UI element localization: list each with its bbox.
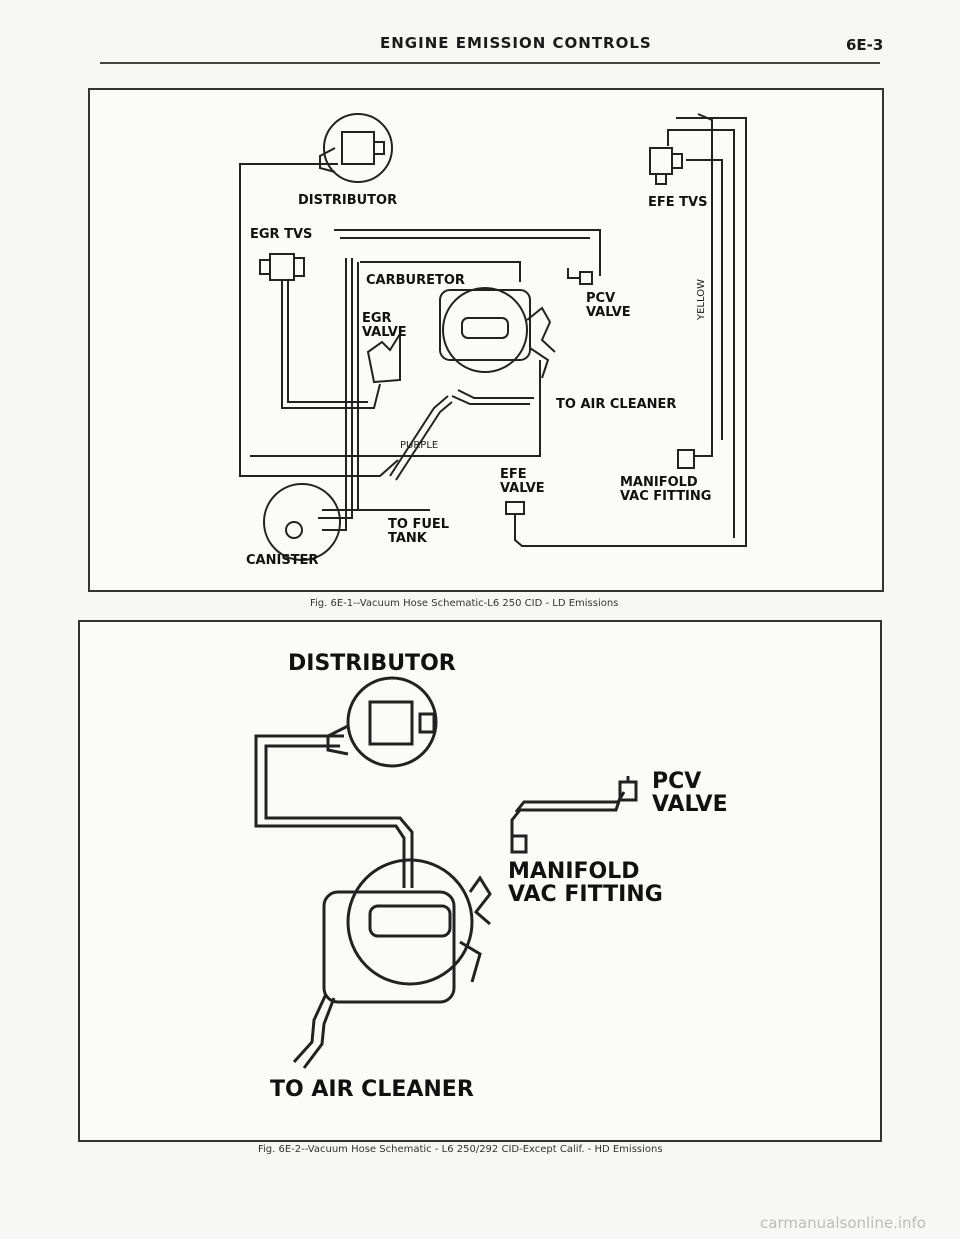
carburetor-icon — [439, 287, 556, 379]
pcv-fitting-icon — [567, 268, 593, 285]
manifold-vac-fitting-label: MANIFOLD VAC FITTING — [508, 859, 663, 908]
distributor-label: DISTRIBUTOR — [288, 651, 456, 676]
purple-hose-label: PURPLE — [400, 440, 439, 451]
pcv-valve-icon — [618, 776, 638, 802]
distributor-label: DISTRIBUTOR — [298, 193, 398, 208]
vacuum-hoses — [254, 734, 626, 1069]
vacuum-hoses — [239, 117, 747, 547]
watermark: carmanualsonline.info — [760, 1214, 926, 1232]
page-title: ENGINE EMISSION CONTROLS — [380, 34, 652, 52]
figure-2-schematic: DISTRIBUTOR PCV VALVE MANIFOLD VAC FITTI… — [78, 620, 882, 1142]
manifold-vac-fitting-label: MANIFOLD VAC FITTING — [620, 475, 712, 504]
figure-2-caption: Fig. 6E-2--Vacuum Hose Schematic - L6 25… — [258, 1144, 663, 1155]
efe-valve-icon — [505, 501, 740, 547]
carburetor-label: CARBURETOR — [366, 273, 465, 288]
header-rule — [100, 62, 880, 64]
page-header: ENGINE EMISSION CONTROLS 6E-3 — [0, 34, 960, 64]
canister-label: CANISTER — [246, 553, 319, 568]
page-number: 6E-3 — [846, 36, 884, 54]
canister-icon — [263, 483, 341, 561]
carburetor-icon — [322, 858, 492, 1004]
egr-tvs-label: EGR TVS — [250, 227, 313, 242]
efe-tvs-icon — [649, 147, 683, 185]
efe-tvs-label: EFE TVS — [648, 195, 708, 210]
yellow-hose-label: YELLOW — [696, 279, 707, 320]
to-air-cleaner-label: TO AIR CLEANER — [556, 397, 677, 412]
figure-2-drawing — [254, 676, 638, 1069]
figure-1-drawing — [239, 113, 747, 561]
figure-1-caption: Fig. 6E-1--Vacuum Hose Schematic-L6 250 … — [310, 598, 619, 609]
distributor-icon — [326, 676, 438, 768]
pcv-valve-label: PCV VALVE — [586, 291, 631, 320]
egr-valve-label: EGR VALVE — [362, 311, 407, 340]
efe-valve-label: EFE VALVE — [500, 467, 545, 496]
manifold-fitting-icon — [510, 834, 528, 854]
to-air-cleaner-label: TO AIR CLEANER — [270, 1077, 474, 1102]
egr-tvs-icon — [259, 253, 305, 281]
pcv-valve-label: PCV VALVE — [652, 769, 728, 818]
to-fuel-tank-label: TO FUEL TANK — [388, 517, 450, 546]
egr-valve-icon — [366, 330, 401, 384]
distributor-icon — [319, 113, 393, 183]
figure-1-schematic: DISTRIBUTOR EFE TVS EGR TVS CARBURETOR P… — [88, 88, 884, 592]
